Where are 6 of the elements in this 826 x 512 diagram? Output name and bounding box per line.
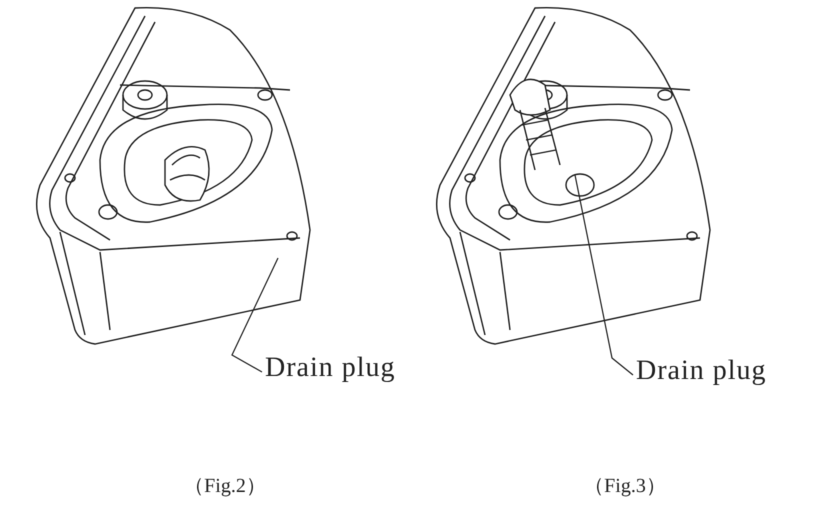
part-label: Drain plug <box>636 355 767 387</box>
figure-caption: （Fig.3） <box>583 474 667 499</box>
leader-line <box>231 258 279 373</box>
part-label: Drain plug <box>265 352 396 384</box>
leader-line <box>574 174 634 376</box>
figure-caption: （Fig.2） <box>183 474 267 499</box>
